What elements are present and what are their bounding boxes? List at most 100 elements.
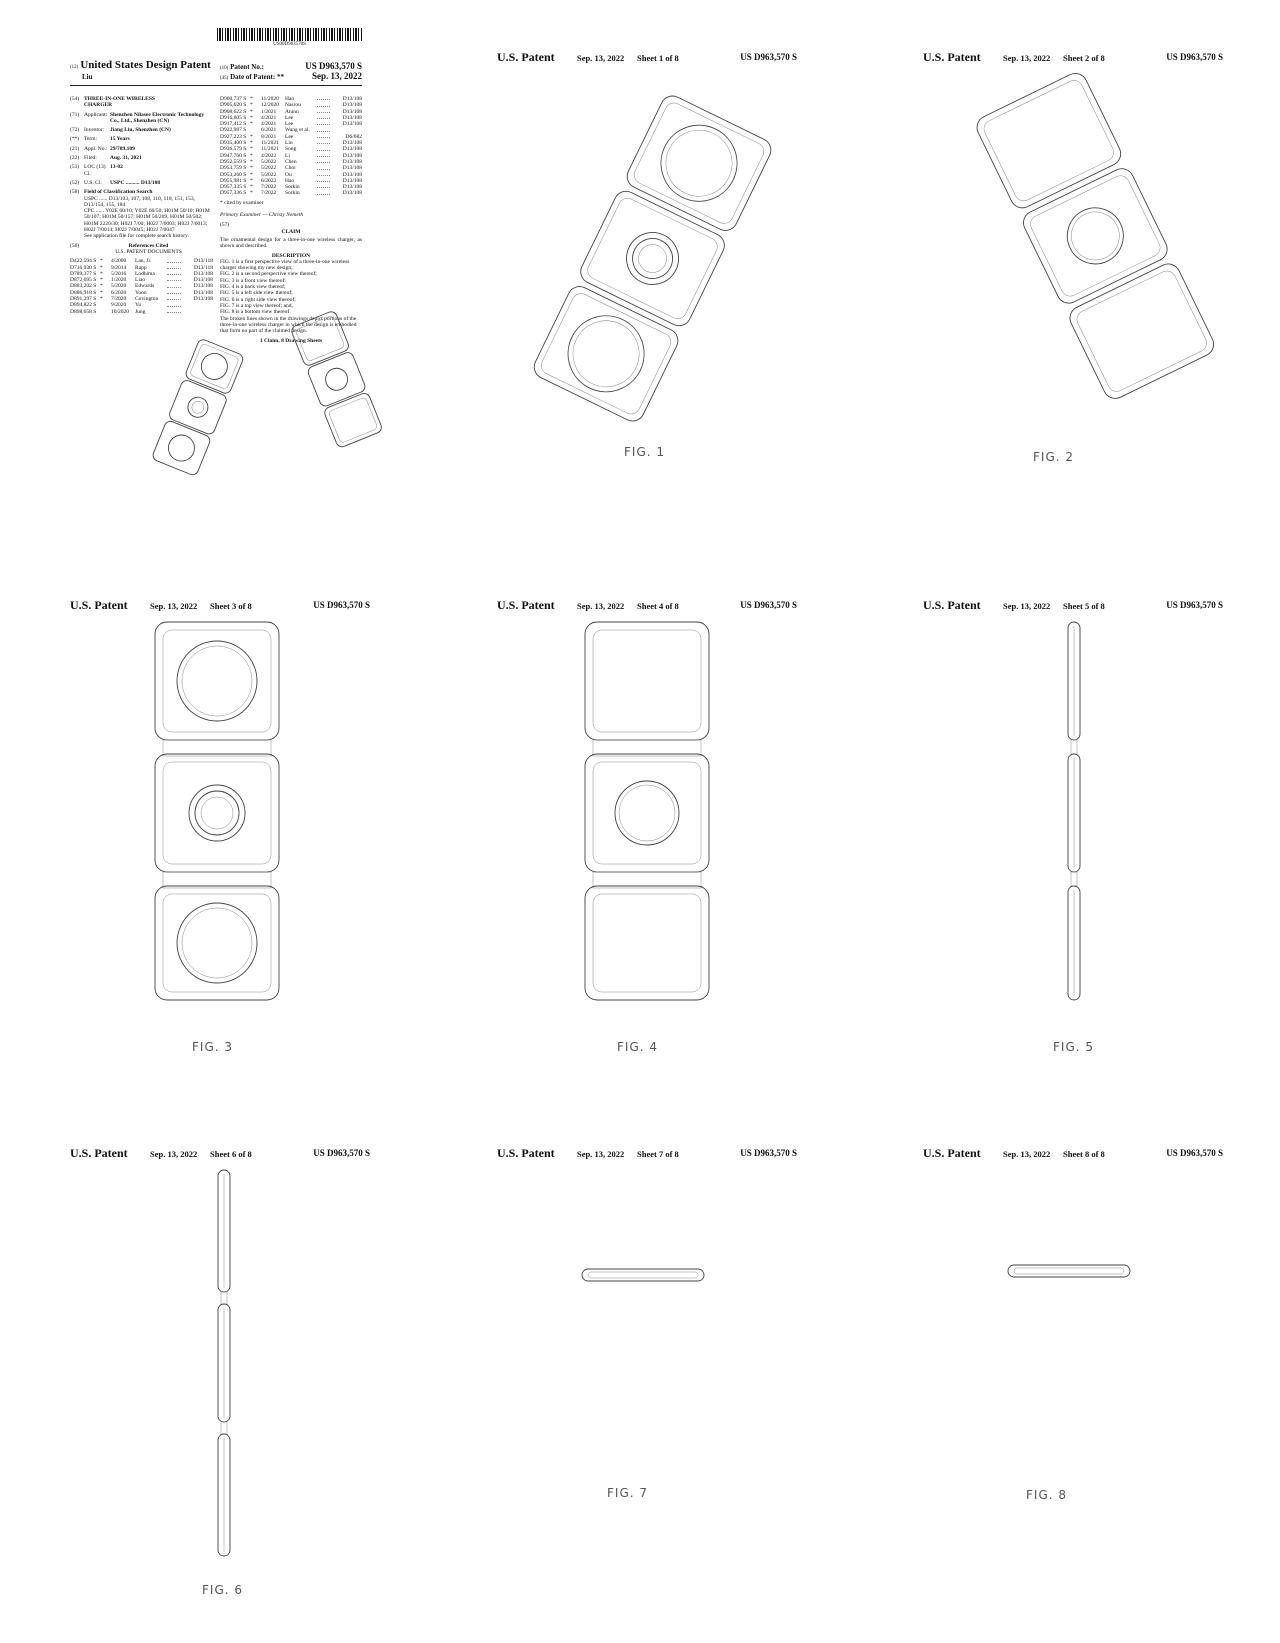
fig-3-drawing [154,621,280,1001]
front-page-drawing [152,311,382,476]
sheet-header: U.S. Patent Sep. 13, 2022 Sheet 7 of 8 U… [497,1146,797,1164]
sheet-brand: U.S. Patent [70,598,128,612]
patent-title: (12)United States Design Patent [70,59,211,71]
date-of-patent-label: (45) Date of Patent: ** [220,73,284,82]
sheet-patent-number: US D963,570 S [313,1148,370,1158]
fig-6-drawing [217,1169,231,1557]
fig-8-drawing [1007,1264,1131,1278]
bib-field: (72)Inventor:Jiang Liu, Shenzhen (CN) [70,127,171,134]
claim-text: The ornamental design for a three-in-one… [220,236,362,250]
fig-label: FIG. 3 [192,1040,234,1054]
bib-field: (22)Filed:Aug. 31, 2021 [70,155,142,162]
sheet-date: Sep. 13, 2022 [150,601,198,611]
classification-field: (58) Field of Classification Search USPC… [70,189,210,240]
sheet-brand: U.S. Patent [497,1146,555,1160]
sheet-header: U.S. Patent Sep. 13, 2022 Sheet 5 of 8 U… [923,598,1223,616]
sheet-brand: U.S. Patent [923,1146,981,1160]
description-line: FIG. 6 is a right side view thereof; [220,296,296,303]
description-line: The broken lines shown in the drawings d… [220,315,357,335]
sheet-date: Sep. 13, 2022 [577,601,625,611]
cited-note: * cited by examiner [220,199,264,206]
claim-code: (57) [220,222,230,229]
fig-label: FIG. 4 [617,1040,659,1054]
sheet-date: Sep. 13, 2022 [1003,53,1051,63]
claim-title: CLAIM [281,228,301,235]
bib-field: (**)Term:15 Years [70,136,130,143]
barcode [217,28,362,41]
description-line: FIG. 2 is a second perspective view ther… [220,271,317,278]
description-line: FIG. 8 is a bottom view thereof. [220,309,291,316]
sheet-patent-number: US D963,570 S [740,600,797,610]
sheet-brand: U.S. Patent [923,50,981,64]
description-line: FIG. 5 is a left side view thereof; [220,290,293,297]
patent-number: US D963,570 S [305,61,362,71]
barcode-text: US00D963570S [273,42,306,47]
sheet-patent-number: US D963,570 S [313,600,370,610]
sheet-brand: U.S. Patent [497,50,555,64]
fig-7-drawing [581,1268,705,1282]
sheet-brand: U.S. Patent [923,598,981,612]
sheet-date: Sep. 13, 2022 [150,1149,198,1159]
fig-2-drawing [976,72,1215,399]
bib-field: (52)U.S. Cl.USPC .......... D13/108 [70,179,161,186]
description-title: DESCRIPTION [271,252,311,259]
description-line: FIG. 1 is a first perspective view of a … [220,258,350,272]
sheet-date: Sep. 13, 2022 [577,53,625,63]
fig-5-drawing [1067,621,1081,1001]
sheet-patent-number: US D963,570 S [1166,600,1223,610]
sheet-header: U.S. Patent Sep. 13, 2022 Sheet 3 of 8 U… [70,598,370,616]
date-of-patent: Sep. 13, 2022 [311,71,362,81]
sheet-number: Sheet 1 of 8 [637,53,679,63]
bib-field: (51)LOC (13) Cl.13-02 [70,164,123,177]
fig-label: FIG. 6 [202,1583,244,1597]
header-rule [70,85,362,86]
sheet-number: Sheet 4 of 8 [637,601,679,611]
sheet-number: Sheet 8 of 8 [1063,1149,1105,1159]
sheet-date: Sep. 13, 2022 [1003,601,1051,611]
sheet-header: U.S. Patent Sep. 13, 2022 Sheet 1 of 8 U… [497,50,797,68]
fig-4-drawing [584,621,710,1001]
sheet-number: Sheet 6 of 8 [210,1149,252,1159]
fig-label: FIG. 1 [624,445,666,459]
sheet-number: Sheet 5 of 8 [1063,601,1105,611]
description-line: FIG. 7 is a top view thereof; and, [220,302,293,309]
description-line: FIG. 4 is a back view thereof; [220,284,286,291]
fig-label: FIG. 5 [1053,1040,1095,1054]
patent-number-label: (10) Patent No.: [220,63,264,72]
front-left-column: (54)THREE-IN-ONE WIRELESS CHARGER(71)App… [70,96,213,315]
sheet-header: U.S. Patent Sep. 13, 2022 Sheet 8 of 8 U… [923,1146,1223,1164]
bibliographic-fields: (54)THREE-IN-ONE WIRELESS CHARGER(71)App… [70,96,213,186]
bib-field: (54)THREE-IN-ONE WIRELESS CHARGER [70,96,155,109]
sheet-header: U.S. Patent Sep. 13, 2022 Sheet 2 of 8 U… [923,50,1223,68]
description-line: FIG. 3 is a front view thereof; [220,277,286,284]
sheet-header: U.S. Patent Sep. 13, 2022 Sheet 4 of 8 U… [497,598,797,616]
references-field: (56) References Cited U.S. PATENT DOCUME… [70,242,182,255]
fig-1-drawing [533,95,772,422]
sheet-brand: U.S. Patent [70,1146,128,1160]
sheet-date: Sep. 13, 2022 [577,1149,625,1159]
sheet-patent-number: US D963,570 S [740,1148,797,1158]
fig-label: FIG. 2 [1033,450,1075,464]
